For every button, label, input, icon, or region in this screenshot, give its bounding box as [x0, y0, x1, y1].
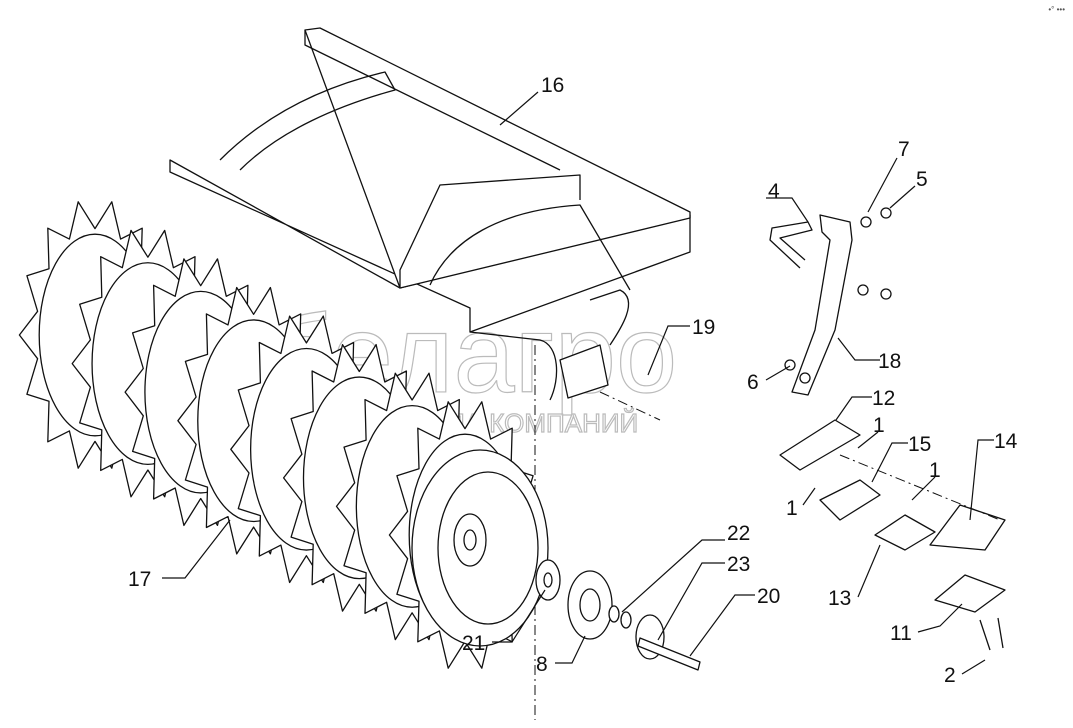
callout-7: 7	[898, 138, 910, 161]
drum-hub	[463, 529, 477, 551]
callout-13: 13	[828, 587, 851, 610]
bearing-part-8	[567, 570, 613, 640]
callout-labels: 16 7 5 4 19 18 6 12 1 15 1 14 1 13 11 2 …	[128, 74, 1018, 687]
callout-19: 19	[692, 316, 715, 339]
arm-part-18	[791, 214, 853, 396]
callout-8: 8	[536, 653, 548, 676]
plate-part-14	[929, 504, 1006, 551]
callout-1a: 1	[873, 414, 885, 437]
plate-part-11	[934, 574, 1006, 613]
hub-parts	[535, 559, 701, 671]
callout-12: 12	[872, 387, 895, 410]
callout-1c: 1	[786, 497, 798, 520]
callout-16: 16	[541, 74, 564, 97]
callout-23: 23	[727, 553, 750, 576]
callout-5: 5	[916, 168, 928, 191]
callout-22: 22	[727, 522, 750, 545]
callout-14: 14	[994, 430, 1018, 453]
plate-part-15	[819, 479, 881, 521]
corner-mark: •° •••	[1048, 5, 1065, 14]
callout-18: 18	[878, 350, 901, 373]
callout-11: 11	[890, 622, 912, 645]
frame-part-16	[169, 27, 691, 720]
plate-part-13	[874, 514, 936, 551]
washer-part-21	[535, 559, 561, 601]
drum-hub	[437, 471, 539, 625]
callout-4: 4	[768, 180, 780, 203]
spiked-wheels-part-17	[18, 201, 549, 669]
callout-17: 17	[128, 568, 151, 591]
bracket-assembly	[769, 207, 1006, 651]
washer-part-22	[608, 605, 620, 623]
plate-part-12	[779, 419, 861, 471]
callout-1b: 1	[929, 459, 941, 482]
callout-15: 15	[908, 433, 931, 456]
callout-21: 21	[462, 632, 485, 655]
callout-2: 2	[944, 664, 956, 687]
bolt-part-20	[637, 637, 701, 671]
u-bolt-part-4	[769, 221, 813, 269]
leader-lines	[162, 91, 994, 675]
callout-6: 6	[747, 371, 759, 394]
callout-20: 20	[757, 585, 780, 608]
